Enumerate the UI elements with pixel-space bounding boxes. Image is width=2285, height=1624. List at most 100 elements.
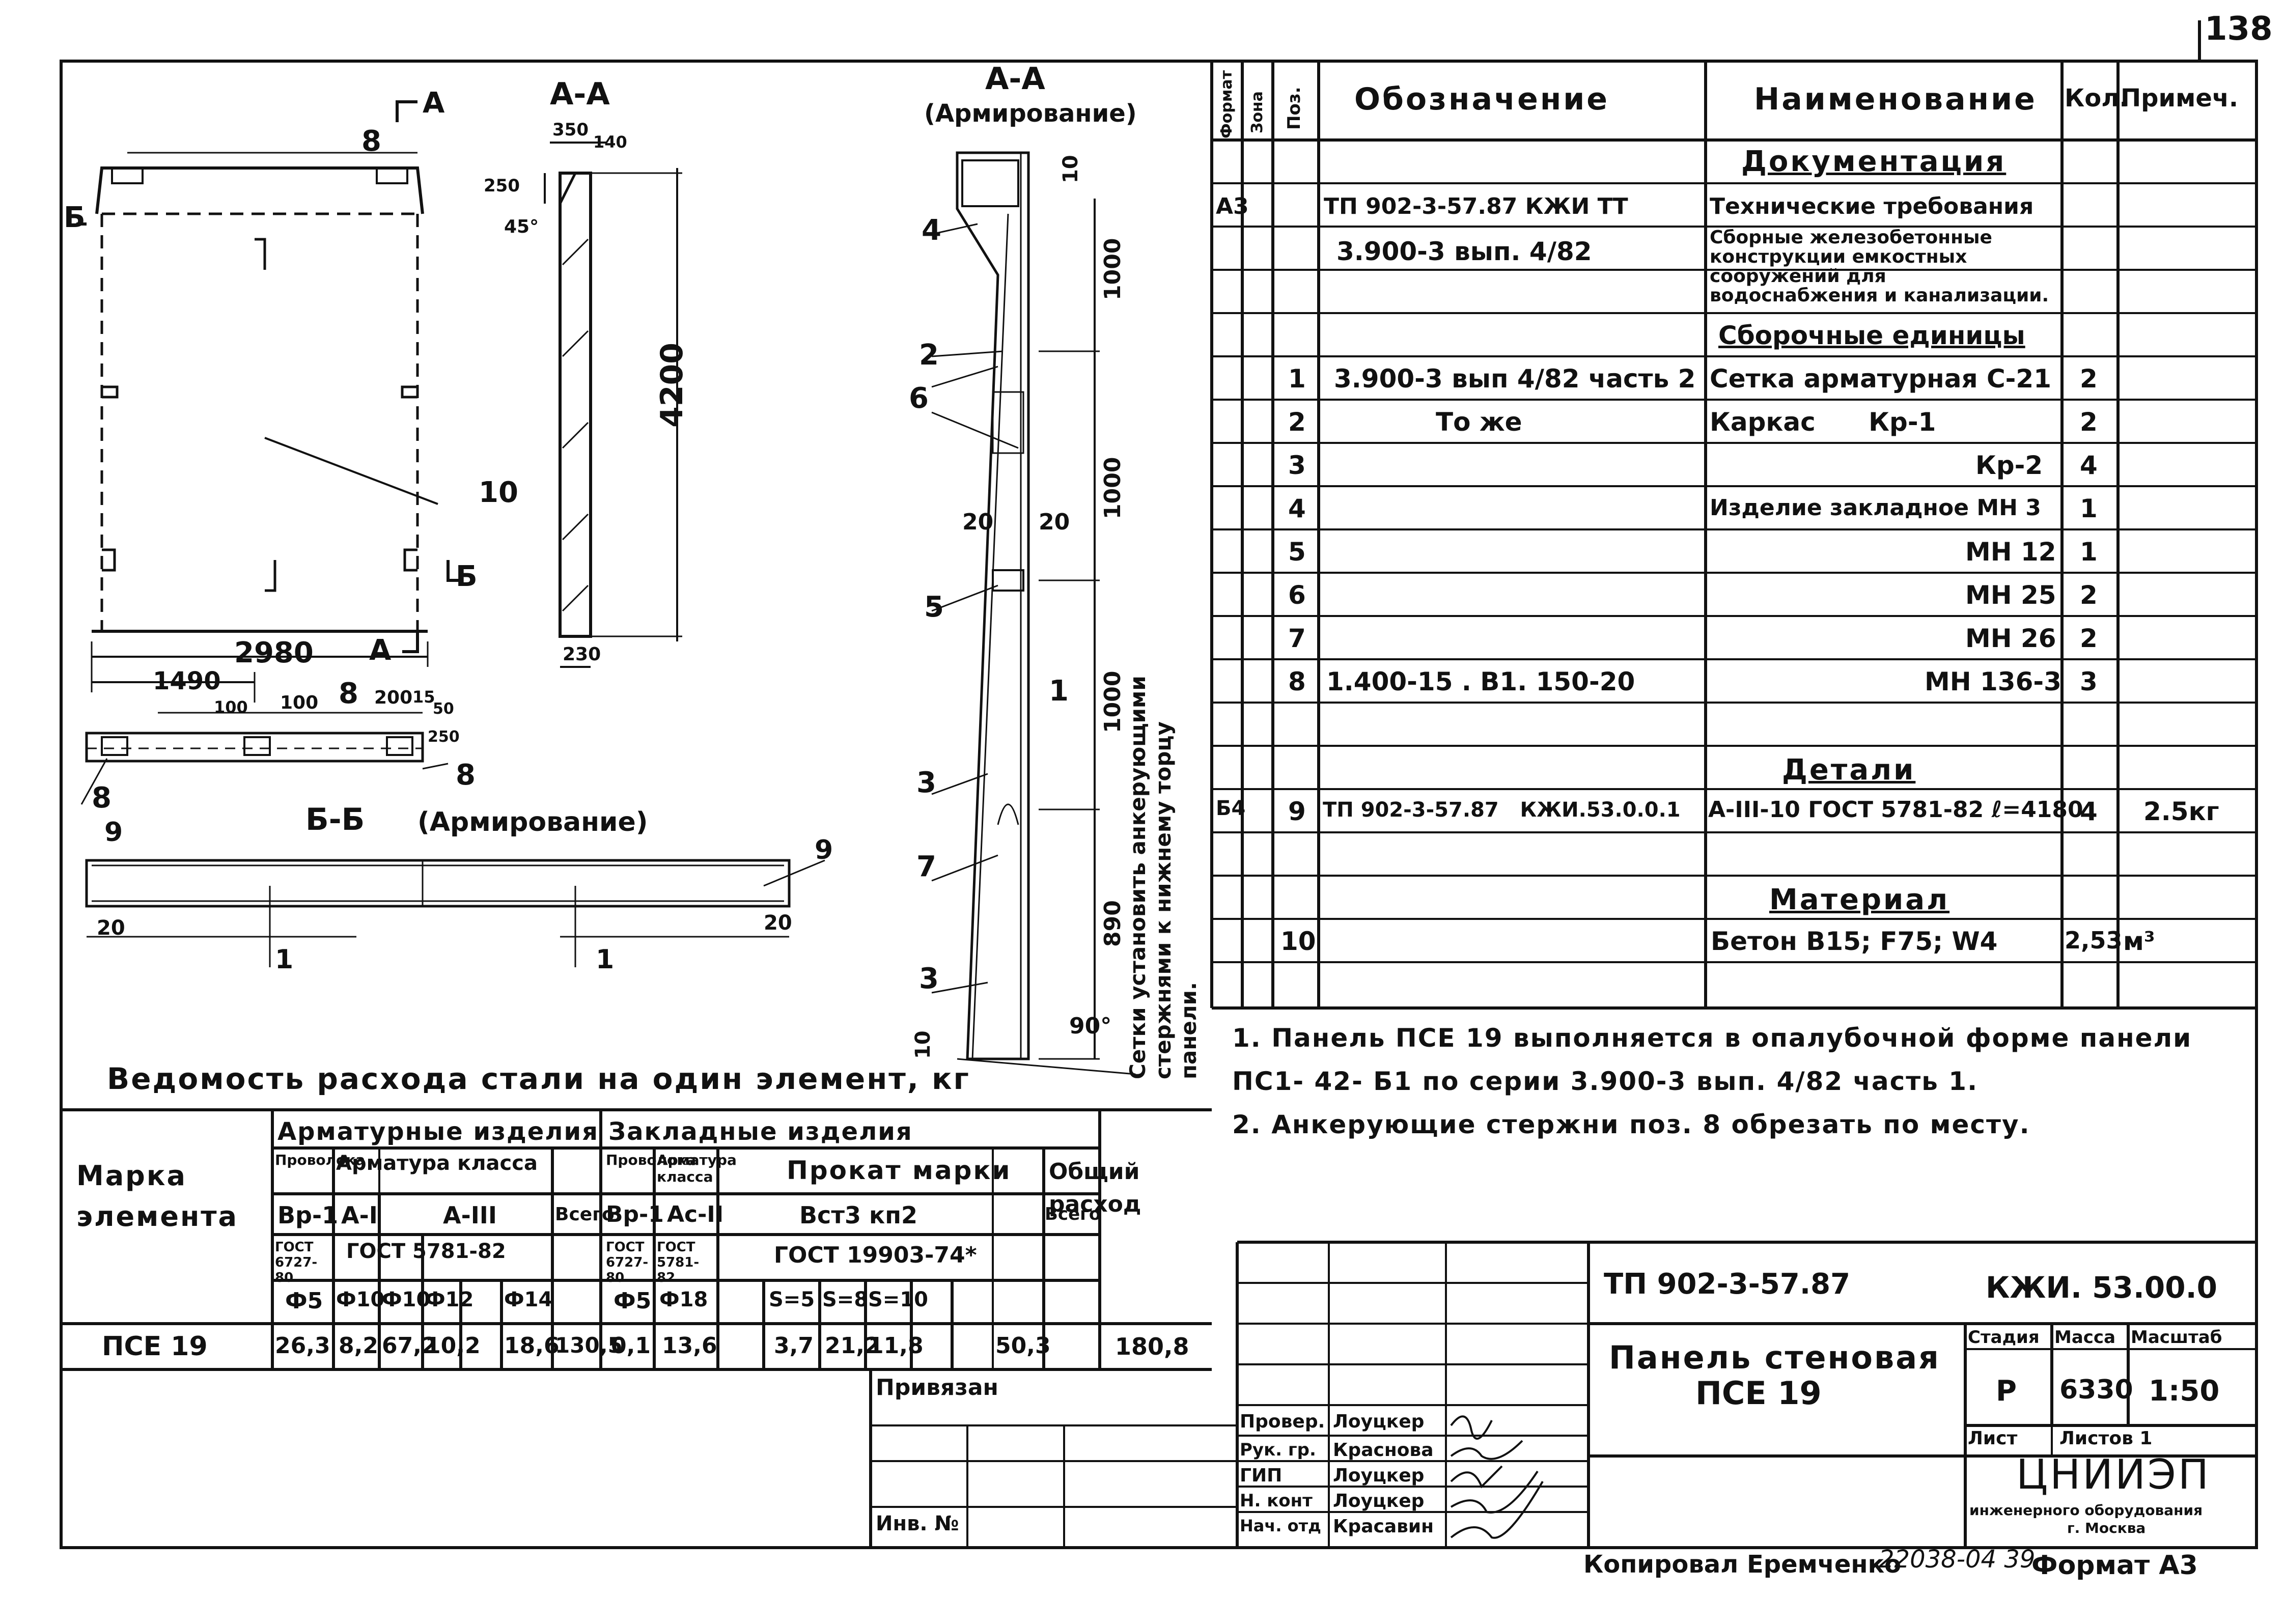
pos-label-8-mid: 8 bbox=[339, 677, 358, 710]
scale-value: 1:50 bbox=[2149, 1375, 2220, 1408]
steel-d-emb-3: S=5 bbox=[769, 1288, 815, 1311]
spec-row-note: 2.5кг bbox=[2143, 797, 2219, 826]
spec-row-pos: 2 bbox=[1288, 407, 1306, 437]
cut-b-left: Б bbox=[64, 201, 86, 234]
section-bb-title: Б-Б bbox=[305, 802, 365, 837]
steel-a1: А-I bbox=[341, 1201, 378, 1229]
dim-250b: 250 bbox=[428, 728, 460, 746]
spec-row-pos: 9 bbox=[1288, 797, 1306, 826]
dim-10-bottom: 10 bbox=[911, 1030, 935, 1059]
dim-890: 890 bbox=[1100, 900, 1126, 947]
steel-d-arm-1: Ф5 bbox=[285, 1288, 323, 1314]
sheets-label: Листов 1 bbox=[2059, 1428, 2153, 1449]
spec-row-qty: 2 bbox=[2080, 364, 2098, 394]
spec-row-qty: 2 bbox=[2080, 407, 2098, 437]
pos-label-9-right: 9 bbox=[815, 835, 833, 865]
spec-row-pos: 7 bbox=[1288, 624, 1306, 653]
steel-vst: Вст3 кп2 bbox=[799, 1201, 918, 1229]
spec-row-designation: 3.900-3 вып. 4/82 bbox=[1336, 237, 1592, 266]
dim-140: 140 bbox=[593, 132, 627, 152]
dim-250: 250 bbox=[484, 176, 520, 196]
dim-20a: 20 bbox=[962, 509, 994, 535]
vertical-note-3: панели. bbox=[1176, 982, 1201, 1079]
signer-name: Красавин bbox=[1333, 1516, 1434, 1537]
steel-d-arm-3: Ф10 bbox=[382, 1288, 431, 1311]
spec-row-qty: 4 bbox=[2080, 451, 2098, 480]
spec-row-name: А-III-10 ГОСТ 5781-82 ℓ=4180 bbox=[1708, 797, 2083, 823]
spec-row-qty: 1 bbox=[2080, 537, 2098, 567]
scale-label: Масштаб bbox=[2131, 1327, 2222, 1348]
spec-header-note: Примеч. bbox=[2121, 84, 2239, 113]
pos-label-1-bb-right: 1 bbox=[596, 944, 615, 975]
dim-4200: 4200 bbox=[654, 343, 690, 428]
steel-ac2: Ас-II bbox=[667, 1201, 724, 1227]
steel-arm-class: Арматура класса bbox=[336, 1152, 538, 1175]
dim-200: 200 bbox=[374, 687, 413, 708]
steel-rolled: Прокат марки bbox=[787, 1156, 1012, 1185]
spec-row-note: м³ bbox=[2123, 927, 2155, 956]
steel-gost-5781-arm: ГОСТ 5781-82 bbox=[346, 1240, 506, 1263]
steel-mark-header: Марка элемента bbox=[76, 1160, 238, 1233]
signer-name: Лоуцкер bbox=[1333, 1411, 1425, 1432]
steel-total-emb: Всего bbox=[1045, 1204, 1101, 1224]
dim-100a: 100 bbox=[214, 697, 248, 717]
bound-label: Привязан bbox=[876, 1375, 998, 1401]
spec-row-pos: 5 bbox=[1288, 537, 1306, 567]
spec-row-designation: ТП 902-3-57.87 КЖИ.53.0.0.1 bbox=[1323, 798, 1681, 822]
pos-label-2: 2 bbox=[919, 339, 939, 372]
steel-val: 67,2 bbox=[382, 1333, 437, 1359]
dim-1000b: 1000 bbox=[1100, 457, 1126, 519]
dim-20b: 20 bbox=[1039, 509, 1070, 535]
pos-label-7: 7 bbox=[916, 850, 936, 883]
dim-20c: 20 bbox=[97, 916, 125, 940]
org-city: г. Москва bbox=[2067, 1520, 2146, 1536]
dim-45: 45° bbox=[504, 216, 539, 237]
spec-row-pos: 6 bbox=[1288, 580, 1306, 610]
steel-val: 0,1 bbox=[611, 1333, 651, 1359]
pos-label-8-right: 8 bbox=[456, 759, 476, 792]
spec-row-name: Бетон В15; F75; W4 bbox=[1711, 927, 1998, 956]
steel-val: 26,3 bbox=[275, 1333, 330, 1359]
dim-15: 15 bbox=[412, 687, 435, 707]
section-aa-arm-title: А-А bbox=[985, 61, 1045, 97]
stage-value: Р bbox=[1996, 1375, 2017, 1408]
spec-row-pos: 10 bbox=[1280, 927, 1316, 956]
mass-value: 6330 bbox=[2059, 1375, 2133, 1405]
dim-20d: 20 bbox=[764, 911, 792, 935]
pos-label-9-left: 9 bbox=[104, 817, 123, 848]
spec-row-format: Б4 bbox=[1216, 797, 1246, 820]
pos-label-8-left: 8 bbox=[92, 781, 112, 815]
steel-d-emb-2: Ф18 bbox=[659, 1288, 708, 1311]
signer-role: Нач. отд bbox=[1240, 1516, 1322, 1535]
steel-val: 11,8 bbox=[868, 1333, 924, 1359]
steel-arm-group: Арматурные изделия bbox=[277, 1117, 599, 1146]
note-line-2: ПС1- 42- Б1 по серии 3.900-3 вып. 4/82 ч… bbox=[1232, 1067, 1979, 1096]
spec-row-designation: ТП 902-3-57.87 КЖИ ТТ bbox=[1324, 193, 1628, 219]
code-right: КЖИ. 53.00.0 bbox=[1986, 1270, 2218, 1305]
signer-name: Краснова bbox=[1333, 1440, 1434, 1461]
spec-row-name: МН 25 bbox=[1965, 580, 2056, 610]
spec-header-format: Формат bbox=[1218, 70, 1236, 138]
spec-section-material: Материал bbox=[1769, 883, 1950, 916]
vertical-note-2: стержнями к нижнему торцу bbox=[1151, 721, 1176, 1079]
spec-row-qty: 2,53 bbox=[2065, 927, 2123, 954]
spec-section-details: Детали bbox=[1782, 753, 1916, 787]
steel-gost-6727-emb: ГОСТ 6727-80 bbox=[606, 1240, 649, 1285]
spec-header-designation: Обозначение bbox=[1354, 81, 1610, 117]
dim-half-width: 1490 bbox=[153, 667, 221, 695]
signer-role: ГИП bbox=[1240, 1465, 1283, 1486]
spec-header-pos: Поз. bbox=[1284, 87, 1304, 130]
spec-row-pos: 1 bbox=[1288, 364, 1306, 394]
signer-role: Рук. гр. bbox=[1240, 1440, 1316, 1460]
org-name: ЦНИИЭП bbox=[2016, 1451, 2211, 1498]
section-aa-title: А-А bbox=[550, 76, 610, 112]
pos-label-5: 5 bbox=[924, 591, 944, 624]
inv-label: Инв. № bbox=[876, 1512, 959, 1535]
steel-val: 13,6 bbox=[662, 1333, 717, 1359]
steel-emb-group: Закладные изделия bbox=[608, 1117, 913, 1146]
spec-row-qty: 3 bbox=[2080, 667, 2098, 696]
spec-row-designation: 1.400-15 . В1. 150-20 bbox=[1326, 667, 1635, 696]
spec-row-format: А3 bbox=[1216, 193, 1249, 219]
spec-row-name: Кр-2 bbox=[1975, 451, 2043, 480]
steel-d-arm-4: Ф12 bbox=[425, 1288, 474, 1311]
